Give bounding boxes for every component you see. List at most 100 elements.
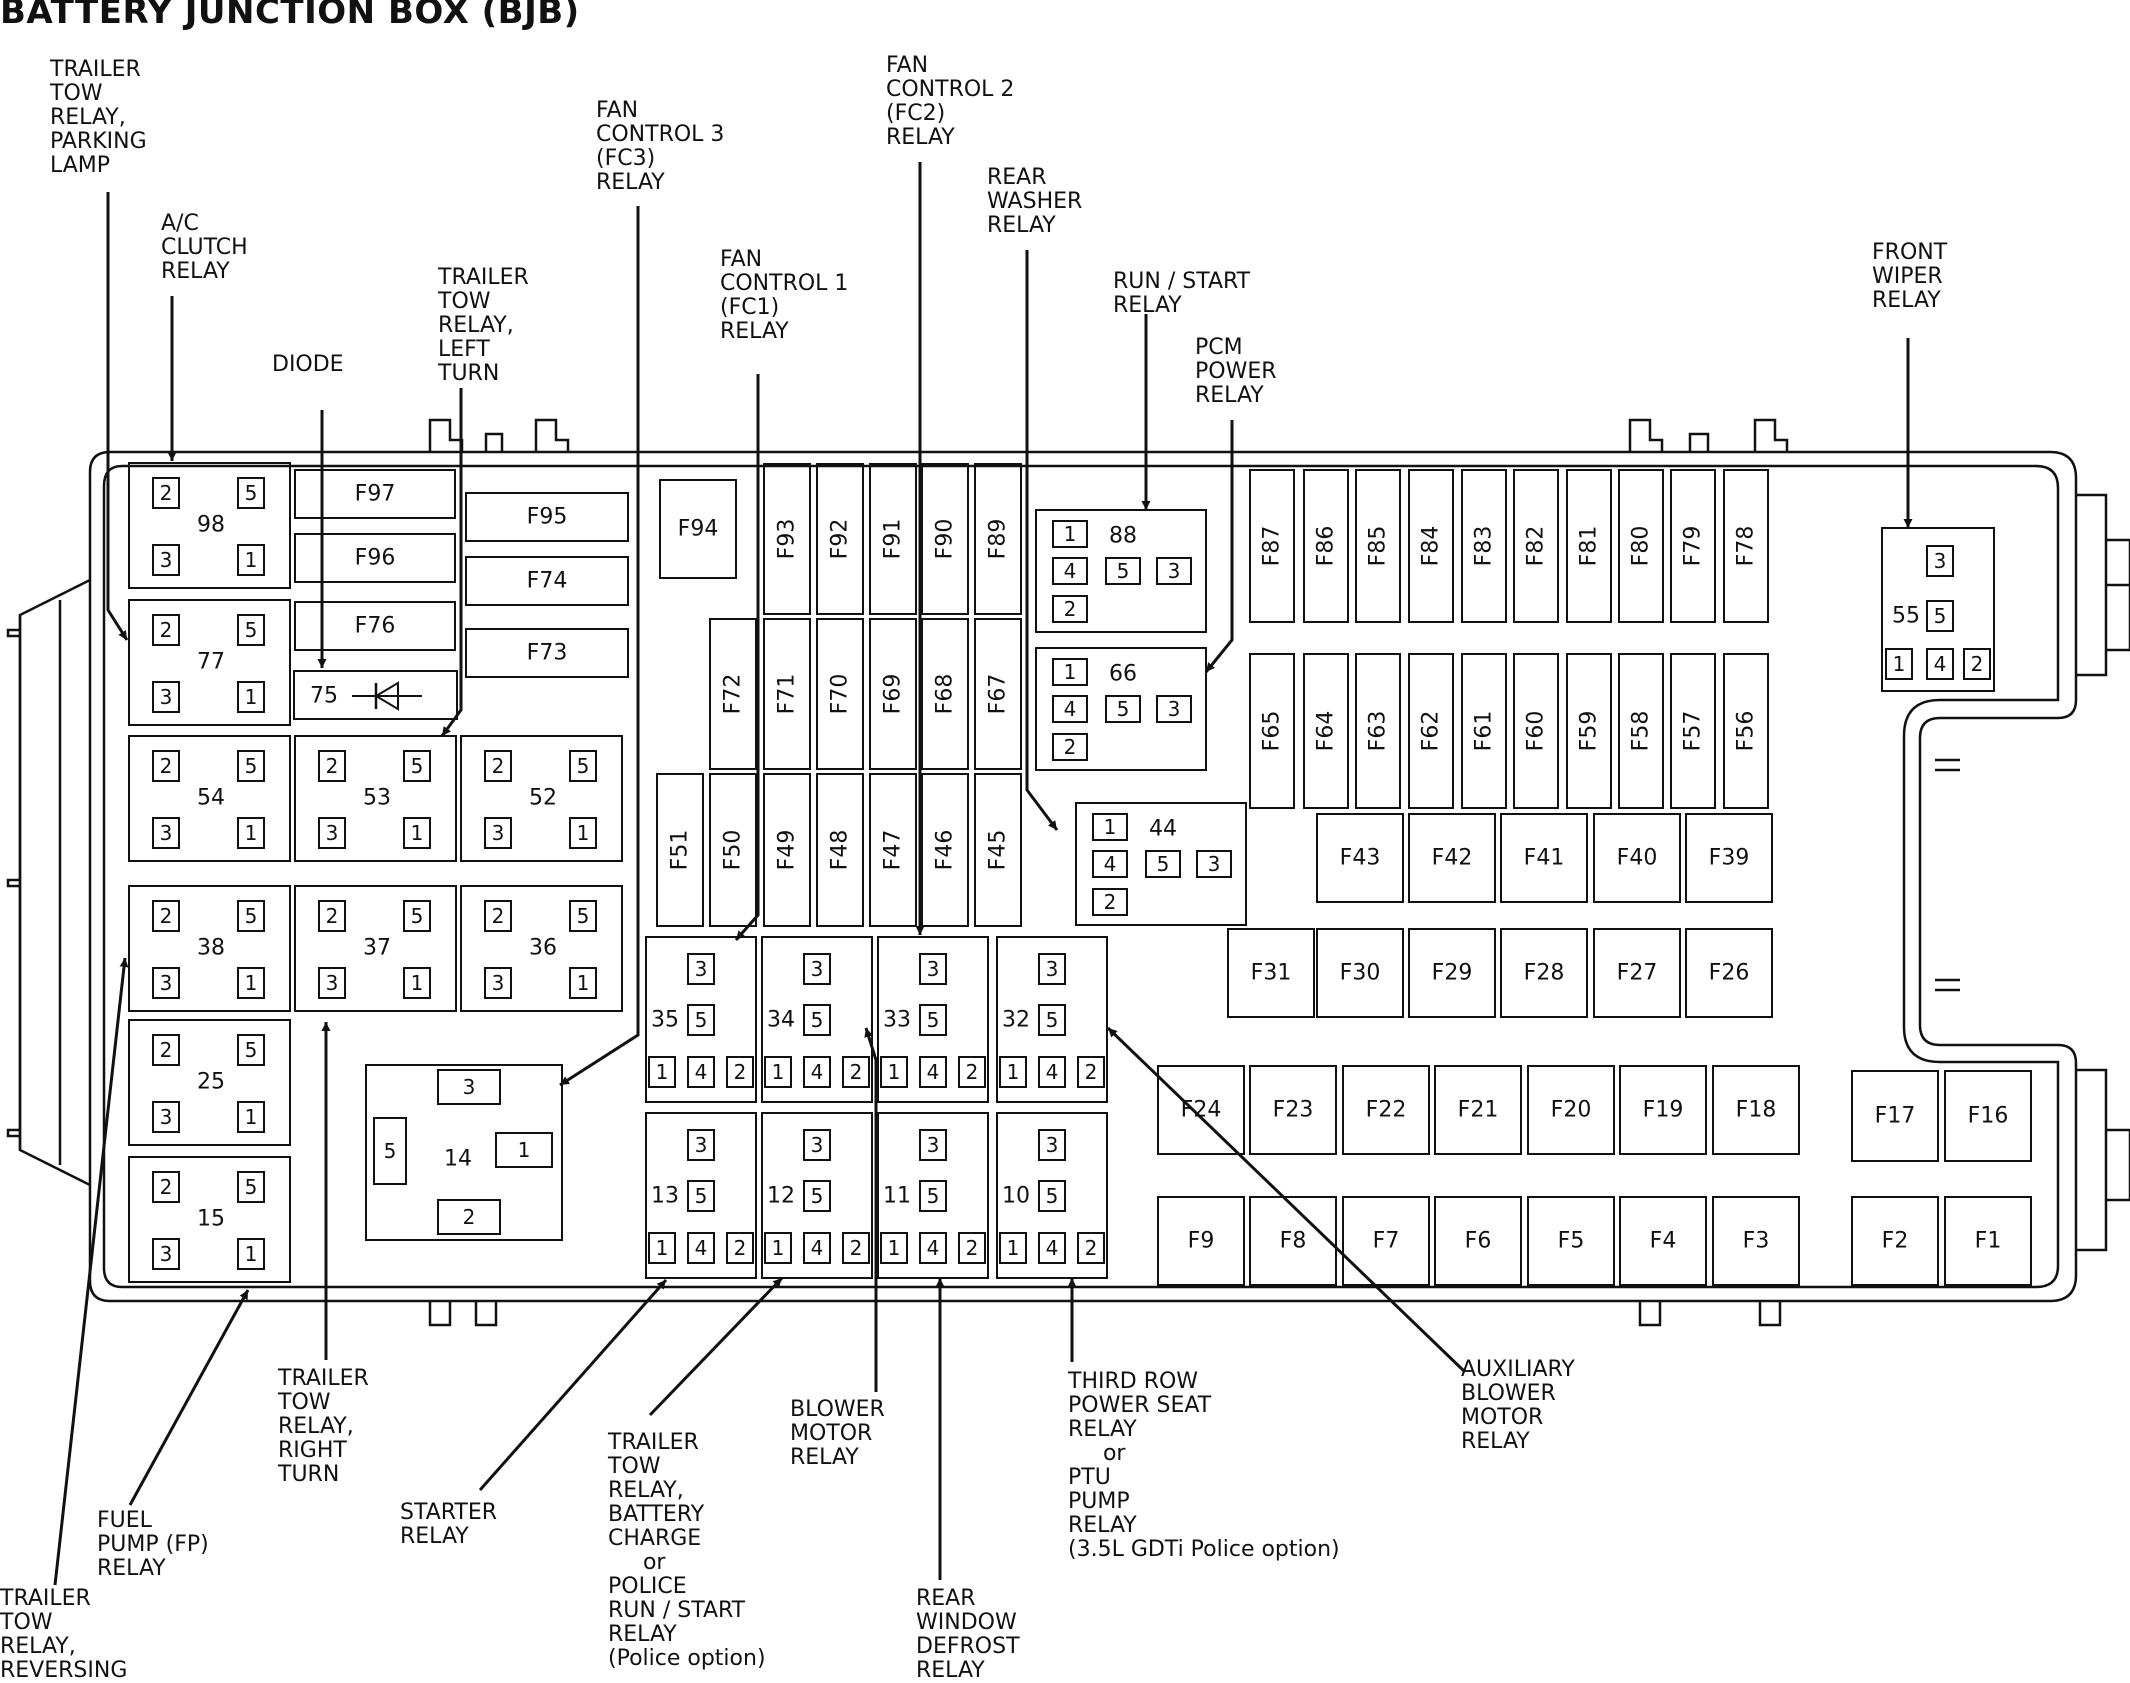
label-fan-control-1-relay: FAN CONTROL 1 (FC1) RELAY xyxy=(720,247,849,344)
fuse-f72: F72 xyxy=(709,618,757,770)
relay-number: 33 xyxy=(883,1008,911,1033)
fuse-label: F21 xyxy=(1458,1098,1499,1123)
relay-pin: 3 xyxy=(695,957,708,981)
fuse-label: F63 xyxy=(1366,711,1391,752)
relay-pin: 3 xyxy=(160,1105,173,1129)
relay-pin: 5 xyxy=(577,754,590,778)
fuse-f69: F69 xyxy=(869,618,917,770)
relay-pin: 4 xyxy=(811,1236,824,1260)
leader-fan-control-1 xyxy=(734,374,760,941)
fuse-f57: F57 xyxy=(1670,653,1716,809)
relay-pin: 1 xyxy=(656,1060,669,1084)
fuse-f40: F40 xyxy=(1593,813,1681,903)
fuse-label: F92 xyxy=(828,519,853,560)
relay-pin: 3 xyxy=(160,685,173,709)
relay-pin: 1 xyxy=(656,1236,669,1260)
fuse-label: F29 xyxy=(1432,961,1473,986)
fuse-f51: F51 xyxy=(656,773,704,927)
fuse-f47: F47 xyxy=(869,773,917,927)
page-title: BATTERY JUNCTION BOX (BJB) xyxy=(0,0,580,32)
relay-pin: 5 xyxy=(1157,852,1170,876)
label-auxiliary-blower-motor-relay: AUXILIARY BLOWER MOTOR RELAY xyxy=(1461,1357,1575,1454)
fuse-f89: F89 xyxy=(974,463,1022,615)
label-trailer-tow-relay-reversing: TRAILER TOW RELAY, REVERSING xyxy=(0,1586,128,1683)
fuse-label: F39 xyxy=(1709,846,1750,871)
relay-pin: 3 xyxy=(160,971,173,995)
fuse-label: F69 xyxy=(881,674,906,715)
fuse-label: F31 xyxy=(1251,961,1292,986)
fuse-f64: F64 xyxy=(1303,653,1349,809)
fuse-f85: F85 xyxy=(1355,469,1401,623)
fuse-label: F86 xyxy=(1314,526,1339,567)
relay-pin: 2 xyxy=(1064,735,1077,759)
relay-pin: 3 xyxy=(160,1242,173,1266)
relay-pin: 3 xyxy=(1208,852,1221,876)
fuse-label: F9 xyxy=(1188,1229,1215,1254)
fuse-label: F93 xyxy=(775,519,800,560)
relay-pin: 5 xyxy=(245,618,258,642)
relay-number: 54 xyxy=(197,786,225,811)
relay-pin: 2 xyxy=(1064,597,1077,621)
fuse-f59: F59 xyxy=(1566,653,1612,809)
fuse-f83: F83 xyxy=(1461,469,1507,623)
relay-pin: 1 xyxy=(577,821,590,845)
fuse-f96: F96 xyxy=(294,533,456,583)
fuse-f65: F65 xyxy=(1249,653,1295,809)
label-rear-window-defrost-relay: REAR WINDOW DEFROST RELAY xyxy=(916,1586,1020,1683)
label-front-wiper-relay: FRONT WIPER RELAY xyxy=(1872,240,1948,313)
relay-number: 44 xyxy=(1149,817,1177,842)
relay-pin: 3 xyxy=(326,971,339,995)
fuse-label: F28 xyxy=(1524,961,1565,986)
fuse-label: F72 xyxy=(721,674,746,715)
fuse-label: F67 xyxy=(986,674,1011,715)
fuse-f49: F49 xyxy=(763,773,811,927)
diode-number: 75 xyxy=(310,684,338,709)
fuse-label: F8 xyxy=(1280,1229,1307,1254)
fuse-f19: F19 xyxy=(1619,1065,1707,1155)
fuse-label: F90 xyxy=(933,519,958,560)
relay-pin: 1 xyxy=(1007,1060,1020,1084)
fuse-f45: F45 xyxy=(974,773,1022,927)
relay-pin: 2 xyxy=(160,904,173,928)
fuse-label: F59 xyxy=(1577,711,1602,752)
fuse-label: F61 xyxy=(1472,711,1497,752)
label-third-row-power-seat-relay: THIRD ROW POWER SEAT RELAY or PTU PUMP R… xyxy=(1068,1369,1340,1562)
fuse-label: F79 xyxy=(1681,526,1706,567)
fuse-f21: F21 xyxy=(1434,1065,1522,1155)
relay-pin: 3 xyxy=(160,548,173,572)
relay-pin: 3 xyxy=(695,1133,708,1157)
fuse-f86: F86 xyxy=(1303,469,1349,623)
fuse-f30: F30 xyxy=(1316,928,1404,1018)
fuse-f7: F7 xyxy=(1342,1196,1430,1286)
fuse-f62: F62 xyxy=(1408,653,1454,809)
fuse-label: F45 xyxy=(986,830,1011,871)
fuse-label: F6 xyxy=(1465,1229,1492,1254)
fuse-f90: F90 xyxy=(921,463,969,615)
relay-pin: 1 xyxy=(772,1060,785,1084)
relay-pin: 3 xyxy=(811,957,824,981)
fuse-f24: F24 xyxy=(1157,1065,1245,1155)
relay-pin: 5 xyxy=(245,1038,258,1062)
housing-outline xyxy=(6,418,2130,1327)
relay-pin: 2 xyxy=(160,1038,173,1062)
fuse-f80: F80 xyxy=(1618,469,1664,623)
relay-pin: 5 xyxy=(411,904,424,928)
relay-pin: 2 xyxy=(160,1175,173,1199)
fuse-f50: F50 xyxy=(709,773,757,927)
relay-number: 13 xyxy=(651,1184,679,1209)
relay-pin: 4 xyxy=(1046,1060,1059,1084)
fuse-f43: F43 xyxy=(1316,813,1404,903)
fuse-label: F73 xyxy=(527,641,568,666)
relay-pin: 5 xyxy=(245,754,258,778)
relay-pin: 2 xyxy=(160,481,173,505)
fuse-label: F56 xyxy=(1734,711,1759,752)
fuse-f76: F76 xyxy=(294,601,456,651)
label-rear-washer-relay: REAR WASHER RELAY xyxy=(987,165,1083,238)
